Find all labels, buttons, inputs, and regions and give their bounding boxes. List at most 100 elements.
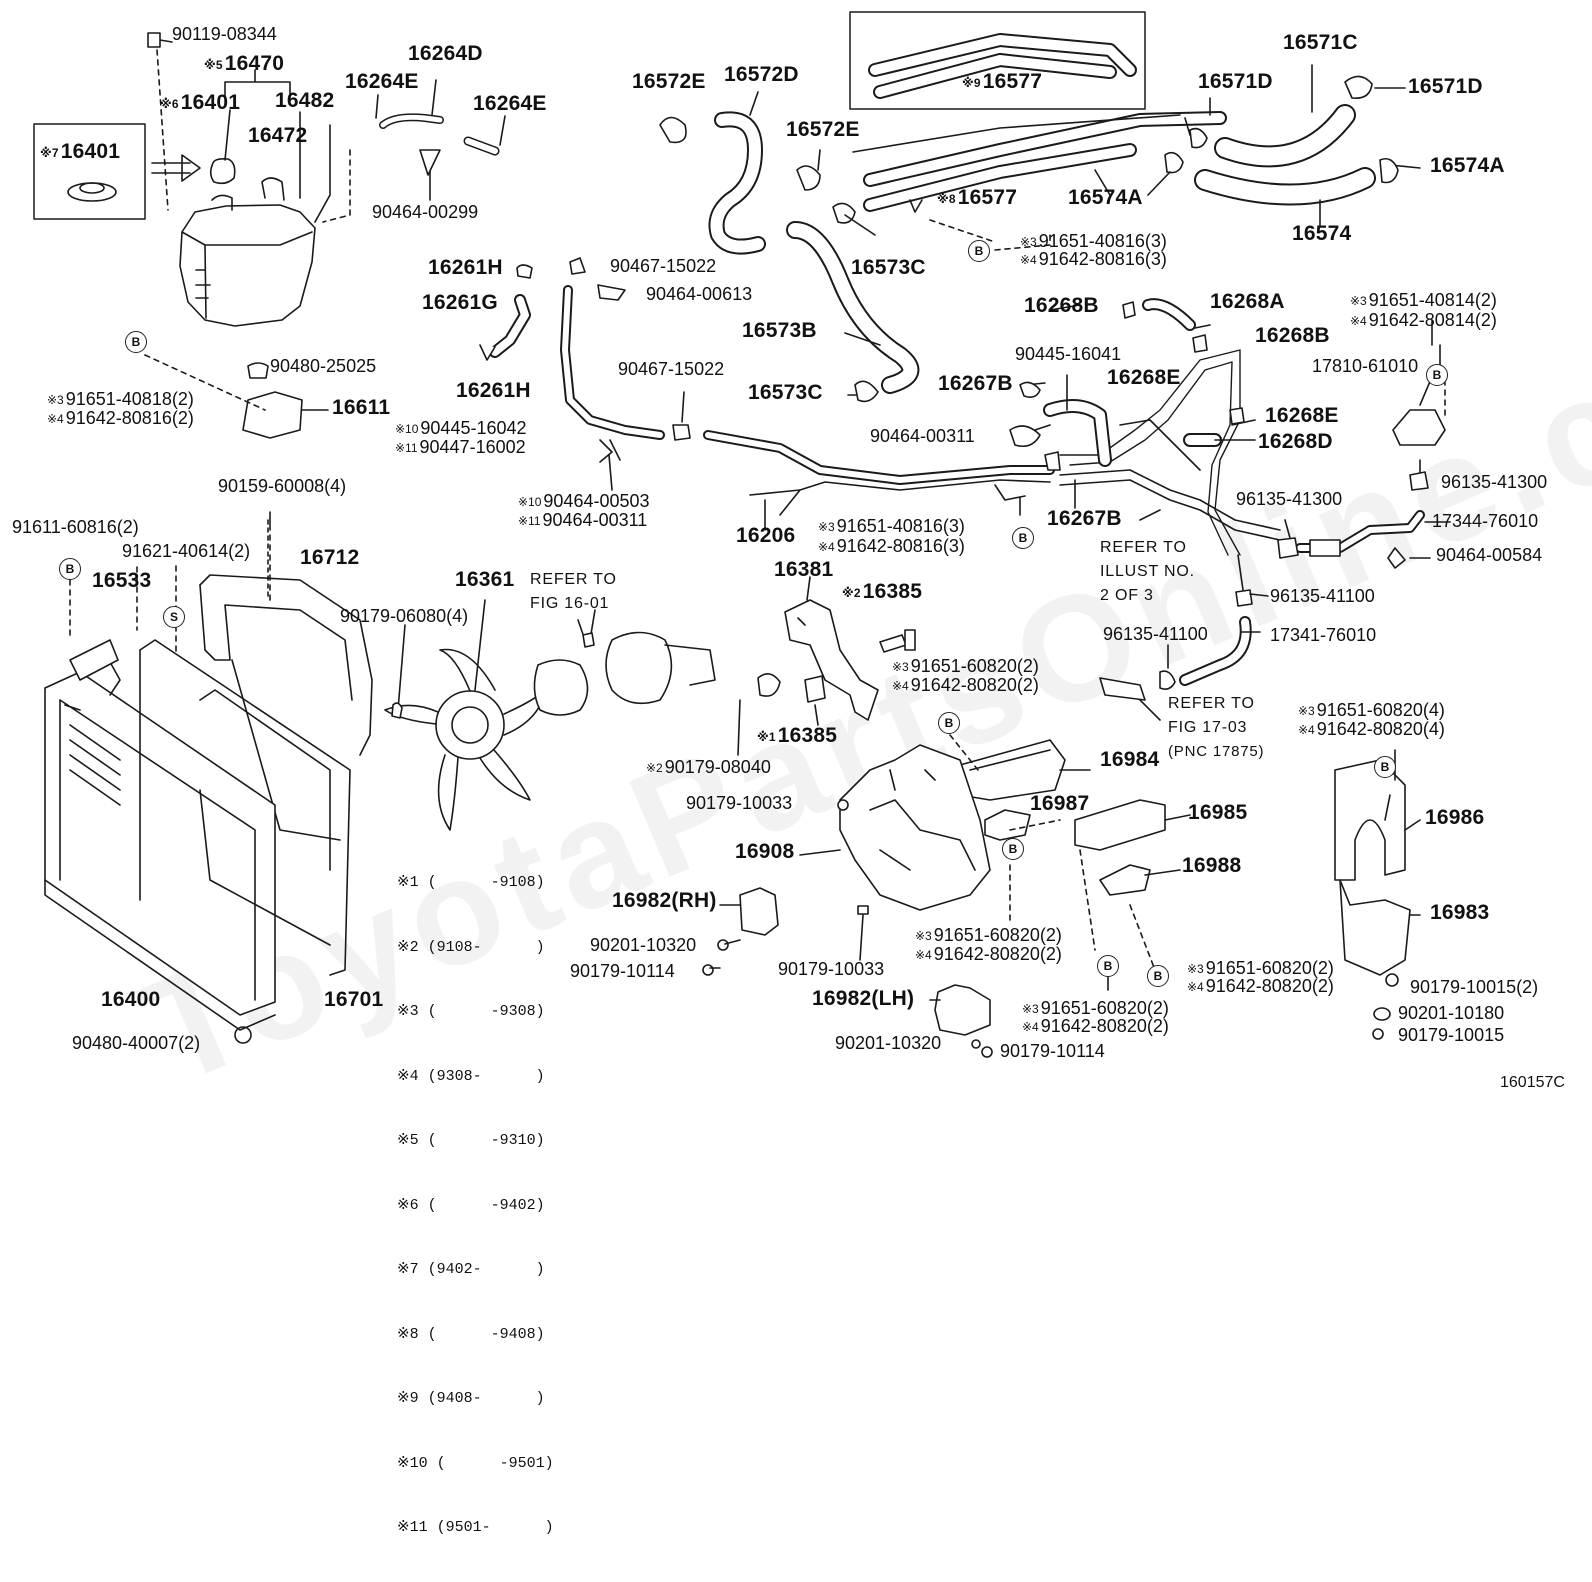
marker-b: B — [938, 712, 960, 734]
document-id: 160157C — [1500, 1074, 1565, 1091]
label-16268B-b: 16268B — [1255, 324, 1330, 347]
radiator-drawing — [44, 639, 351, 1044]
label-96135-41300-a: 96135-41300 — [1441, 472, 1548, 492]
label-90179-10033-b: 90179-10033 — [778, 959, 885, 979]
label-16572D: 16572D — [724, 63, 799, 86]
legend-item: ※11 (9501- ) — [397, 1519, 554, 1536]
label-17810-61010: 17810-61010 — [1312, 356, 1419, 376]
label-91611-60816: 91611-60816(2) — [12, 517, 139, 537]
label-16571C: 16571C — [1283, 31, 1358, 54]
label-90159-60008: 90159-60008(4) — [218, 476, 347, 496]
label-16982RH: 16982(RH) — [612, 889, 717, 912]
label-90467-15022-b: 90467-15022 — [618, 359, 725, 379]
label-16577-a: ※916577 — [962, 70, 1043, 93]
label-90201-10320-a: 90201-10320 — [590, 935, 697, 955]
label-16401-a: ※616401 — [160, 91, 241, 114]
legend-item: ※7 (9402- ) — [397, 1261, 545, 1278]
label-16986: 16986 — [1425, 806, 1485, 829]
label-16988: 16988 — [1182, 854, 1242, 877]
label-16572E-b: 16572E — [786, 118, 860, 141]
marker-b: B — [1374, 756, 1396, 778]
label-16400: 16400 — [101, 988, 161, 1011]
label-16268B-a: 16268B — [1024, 294, 1099, 317]
label-90179-10114-a: 90179-10114 — [570, 961, 675, 981]
label-16261G: 16261G — [422, 291, 498, 314]
legend-item: ※4 (9308- ) — [397, 1067, 545, 1085]
label-90179-10015-a: 90179-10015(2) — [1410, 977, 1539, 997]
refer-to-fig-16-01: REFER TO FIG 16-01 — [530, 571, 617, 612]
refer-to-fig-17-03: REFER TO FIG 17-03 (PNC 17875) — [1168, 695, 1265, 760]
legend-item: ※10 ( -9501) — [397, 1454, 554, 1472]
label-16267B-b: 16267B — [1047, 507, 1122, 530]
label-90464-00584: 90464-00584 — [1436, 545, 1543, 565]
legend-item: ※8 ( -9408) — [397, 1325, 545, 1343]
date-legend: ※1 ( -9108) ※2 (9108- ) ※3 ( -9308) ※4 (… — [397, 829, 554, 1582]
label-16268A: 16268A — [1210, 290, 1285, 313]
label-90201-10180: 90201-10180 — [1398, 1003, 1505, 1023]
label-16385-b: ※116385 — [757, 724, 838, 747]
legend-item: ※2 (9108- ) — [397, 938, 545, 956]
label-16712: 16712 — [300, 546, 360, 569]
label-90179-10015-b: 90179-10015 — [1398, 1025, 1505, 1045]
label-16908: 16908 — [735, 840, 795, 863]
label-16482: 16482 — [275, 89, 335, 112]
parts-diagram: ToyotaPartsOnline.com — [12, 11, 1592, 1536]
legend-item: ※5 ( -9310) — [397, 1132, 545, 1149]
marker-b: B — [59, 558, 81, 580]
label-16268E-a: 16268E — [1107, 366, 1181, 389]
label-17341-76010: 17341-76010 — [1270, 625, 1377, 645]
label-16472: 16472 — [248, 124, 308, 147]
label-90119-08344: 90119-08344 — [172, 24, 277, 44]
label-90480-40007: 90480-40007(2) — [72, 1033, 201, 1053]
label-16987: 16987 — [1030, 792, 1090, 815]
label-16267B-a: 16267B — [938, 372, 1013, 395]
label-96135-41100-b: 96135-41100 — [1103, 624, 1208, 644]
label-16470: ※516470 — [204, 52, 285, 75]
marker-b: B — [1097, 955, 1119, 977]
label-16264D: 16264D — [408, 42, 483, 65]
label-16984: 16984 — [1100, 748, 1160, 771]
label-16573B: 16573B — [742, 319, 817, 342]
marker-b: B — [125, 331, 147, 353]
label-90445-16041: 90445-16041 — [1015, 344, 1122, 364]
label-16574A-b: 16574A — [1430, 154, 1505, 177]
marker-b: B — [1426, 364, 1448, 386]
label-16381: 16381 — [774, 558, 834, 581]
fan-shroud-drawing — [199, 574, 373, 841]
marker-b: B — [1012, 527, 1034, 549]
label-90201-10320-b: 90201-10320 — [835, 1033, 942, 1053]
label-16401-b: ※716401 — [40, 140, 121, 163]
label-90179-10114-b: 90179-10114 — [1000, 1041, 1105, 1061]
label-17344-76010: 17344-76010 — [1432, 511, 1539, 531]
label-16701: 16701 — [324, 988, 384, 1011]
label-16533: 16533 — [92, 569, 152, 592]
legend-item: ※1 ( -9108) — [397, 874, 545, 891]
label-96135-41300-b: 96135-41300 — [1236, 489, 1343, 509]
label-90480-25025: 90480-25025 — [270, 356, 377, 376]
label-16268E-b: 16268E — [1265, 404, 1339, 427]
label-16261H-a: 16261H — [428, 256, 503, 279]
label-96135-41100-a: 96135-41100 — [1270, 586, 1375, 606]
label-16574: 16574 — [1292, 222, 1352, 245]
label-16572E-a: 16572E — [632, 70, 706, 93]
label-16361: 16361 — [455, 568, 515, 591]
